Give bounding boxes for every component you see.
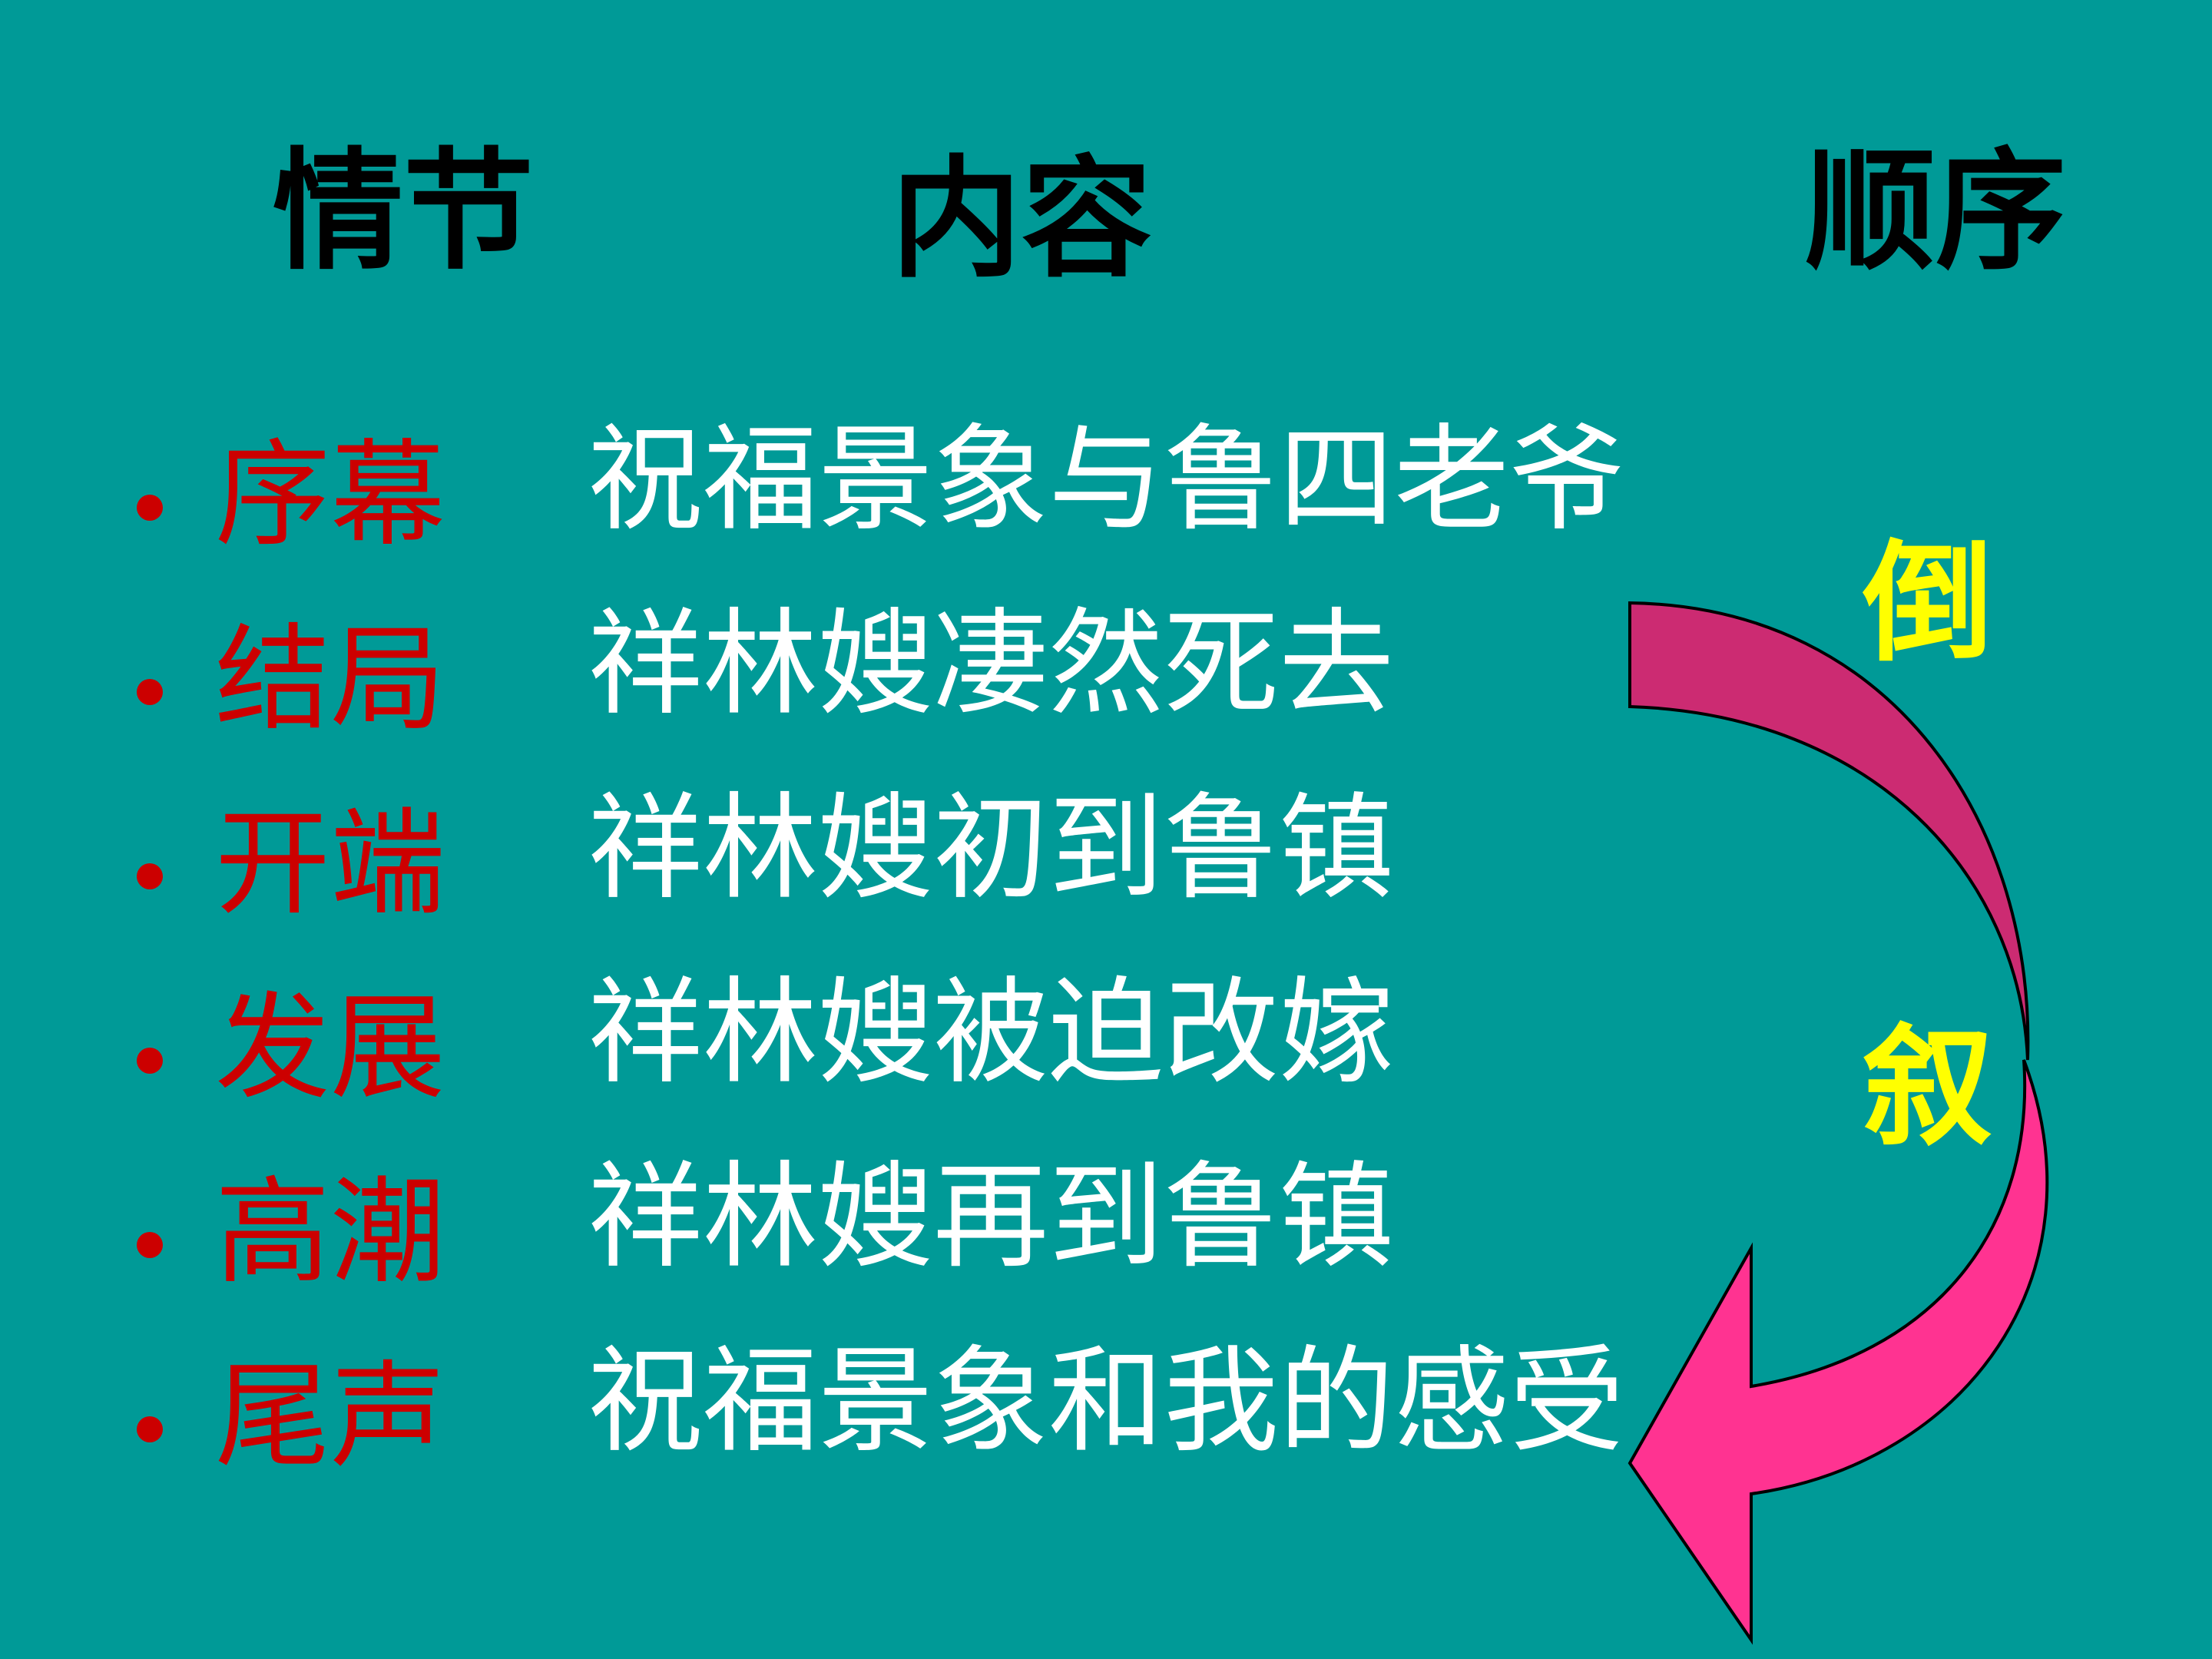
bullet-icon: [137, 1232, 163, 1258]
bullet-icon: [137, 495, 163, 521]
bullet-icon: [137, 1048, 163, 1074]
list-item: 序幕 祝福景象与鲁四老爷: [0, 422, 1690, 591]
arrow-lower-segment: [1628, 1059, 2049, 1645]
list-item: 发展 祥林嫂被迫改嫁: [0, 975, 1690, 1144]
bullet-icon: [137, 1416, 163, 1442]
content-text: 祝福景象与鲁四老爷: [588, 413, 1625, 547]
stage-label: 高潮: [215, 1166, 446, 1300]
order-char: 叙: [1863, 1010, 1994, 1164]
stage-label: 结局: [215, 613, 446, 747]
content-text: 祥林嫂初到鲁镇: [588, 782, 1395, 916]
stage-label: 开端: [215, 797, 446, 931]
content-text: 祥林嫂凄然死去: [588, 598, 1395, 731]
stage-label: 发展: [215, 982, 446, 1115]
order-char: 倒: [1863, 526, 1994, 680]
list-item: 开端 祥林嫂初到鲁镇: [0, 791, 1690, 960]
arrow-upper-segment: [1628, 601, 2030, 1061]
header-content: 内容: [891, 142, 1153, 296]
stage-label: 尾声: [215, 1350, 446, 1484]
list-item: 尾声 祝福景象和我的感受: [0, 1344, 1690, 1513]
content-text: 祥林嫂被迫改嫁: [588, 966, 1395, 1100]
bullet-icon: [137, 863, 163, 889]
content-text: 祝福景象和我的感受: [588, 1335, 1625, 1469]
content-text: 祥林嫂再到鲁镇: [588, 1151, 1395, 1284]
stage-label: 序幕: [215, 429, 446, 562]
header-plot: 情节: [273, 134, 535, 288]
bullet-icon: [137, 679, 163, 705]
list-item: 结局 祥林嫂凄然死去: [0, 607, 1690, 776]
list-item: 高潮 祥林嫂再到鲁镇: [0, 1160, 1690, 1329]
header-order: 顺序: [1805, 134, 2067, 288]
